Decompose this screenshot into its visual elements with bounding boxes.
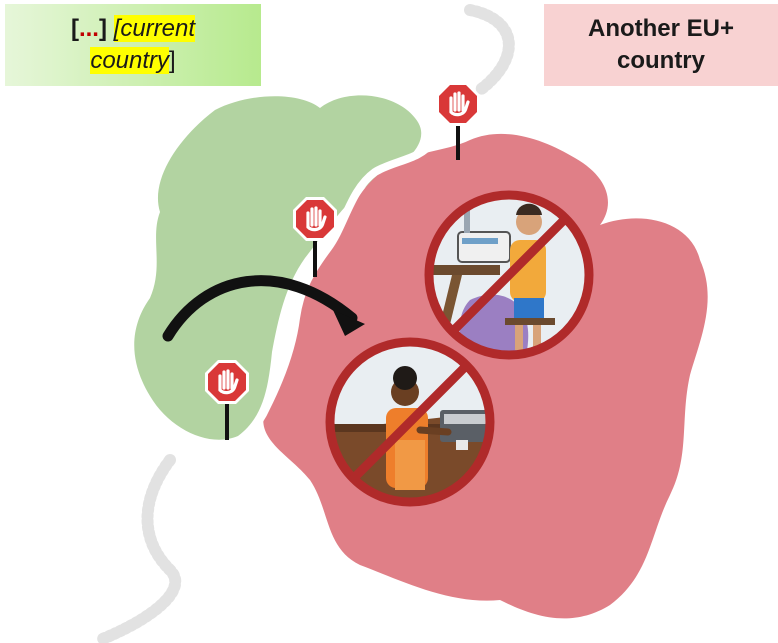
another-country-label-line2: country <box>616 47 705 74</box>
stop-sign-icon <box>436 82 480 160</box>
country-text: country <box>90 47 170 74</box>
ellipsis-placeholder: ... <box>78 15 99 42</box>
current-country-label: [...] [current country] <box>5 4 261 86</box>
stop-sign-icon <box>205 360 249 440</box>
prohibition-sewing-worker-icon <box>424 190 594 360</box>
another-country-label-line1: Another EU+ <box>587 15 734 42</box>
prohibition-barista-icon <box>325 337 495 507</box>
background-dotted-path <box>94 4 515 643</box>
current-country-region <box>134 95 422 440</box>
stop-sign-icon <box>293 197 337 277</box>
current-country-label-line1: [...] [current <box>70 15 196 42</box>
current-country-label-line2: country] <box>90 47 176 74</box>
border-line <box>228 138 436 450</box>
another-country-label: Another EU+ country <box>544 4 778 86</box>
current-text: [current <box>113 15 196 42</box>
curved-arrow-icon <box>162 275 365 342</box>
